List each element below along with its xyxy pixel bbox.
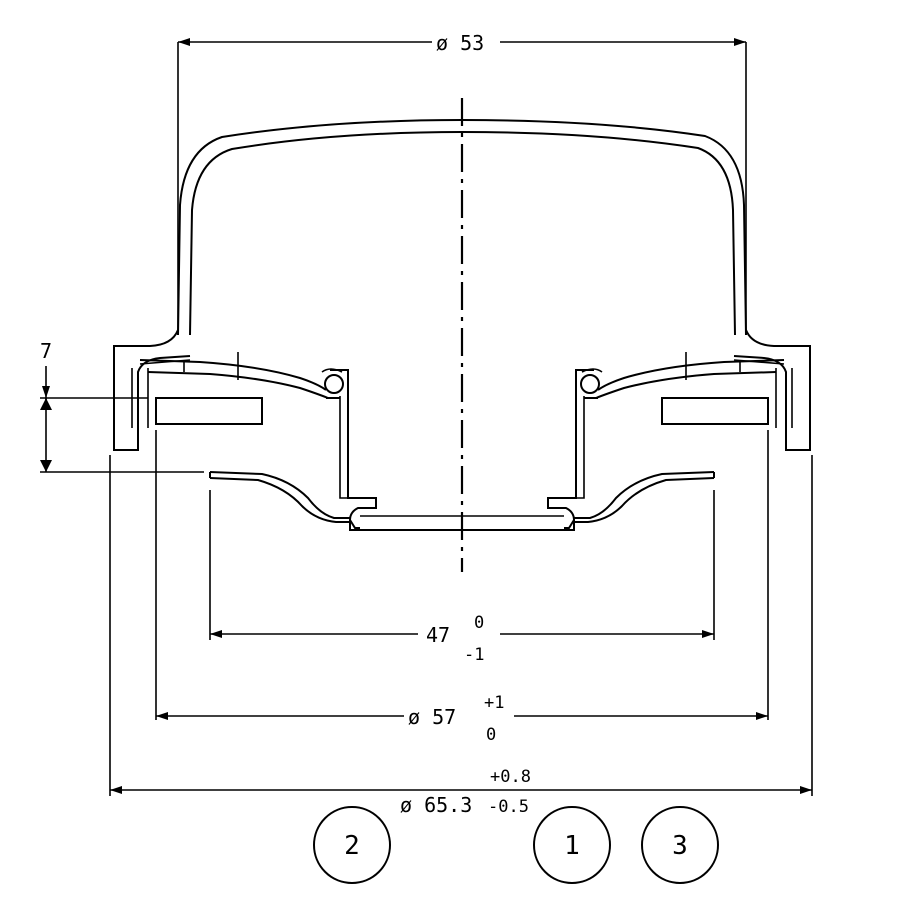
inner-width-upper-tol: 0 <box>474 613 484 633</box>
balloon-2-label: 2 <box>344 831 360 861</box>
mid-diameter-lower-tol: 0 <box>486 725 496 745</box>
dim-inner-width: 47 0 -1 <box>210 613 714 665</box>
mid-diameter-upper-tol: +1 <box>484 693 504 713</box>
top-diameter-label: ø 53 <box>436 31 484 55</box>
extension-lines <box>40 42 813 796</box>
balloon-1-label: 1 <box>564 831 580 861</box>
dim-top-diameter: ø 53 <box>178 31 746 55</box>
balloon-3-label: 3 <box>672 831 688 861</box>
inner-width-lower-tol: -1 <box>464 645 484 665</box>
dim-height: 7 <box>40 339 52 472</box>
lower-ring <box>209 471 715 523</box>
outer-diameter-label: ø 65.3 <box>400 793 472 817</box>
balloon-1: 1 <box>533 806 611 884</box>
dim-outer-diameter: +0.8 ø 65.3 -0.5 <box>110 767 812 817</box>
balloon-2: 2 <box>313 806 391 884</box>
left-flange <box>113 329 377 529</box>
dome-cap <box>177 118 747 336</box>
height-label: 7 <box>40 339 52 363</box>
right-flange <box>547 329 811 529</box>
hub-plate <box>349 515 575 531</box>
balloon-3: 3 <box>641 806 719 884</box>
mid-diameter-label: ø 57 <box>408 705 456 729</box>
dim-mid-diameter: ø 57 +1 0 <box>156 693 768 745</box>
inner-width-label: 47 <box>426 623 450 647</box>
outer-diameter-lower-tol: -0.5 <box>488 797 529 817</box>
outer-diameter-upper-tol: +0.8 <box>490 767 531 787</box>
